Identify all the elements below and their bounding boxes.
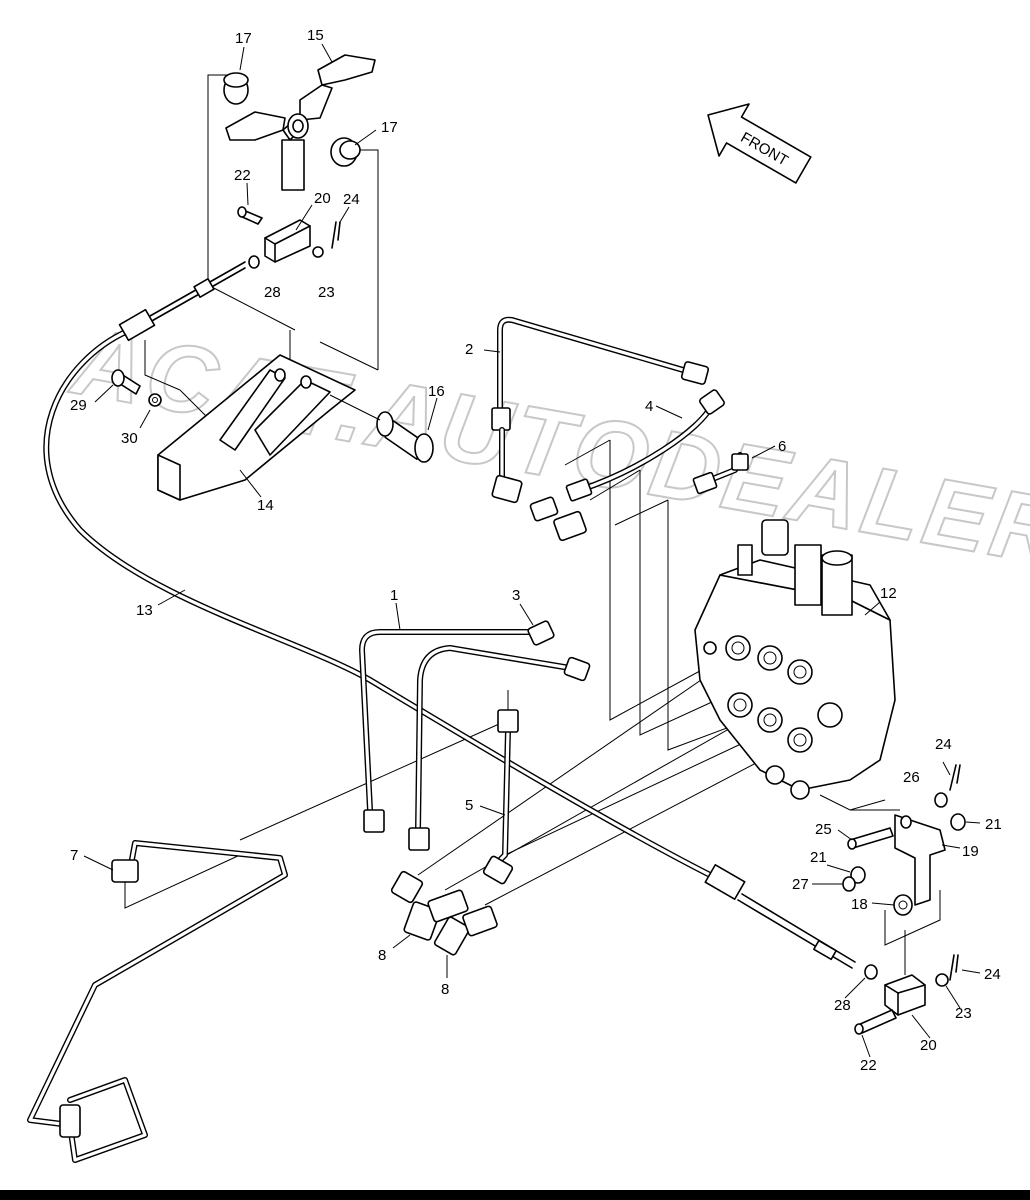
callout-20: 20 <box>314 190 331 207</box>
callout-24: 24 <box>343 191 360 208</box>
washer-23a <box>312 246 324 258</box>
callout-28: 28 <box>834 997 851 1014</box>
washer-23b <box>935 973 949 987</box>
callout-8: 8 <box>441 981 449 998</box>
bracket-14 <box>111 354 356 501</box>
callout-labels: 17 15 17 22 20 24 28 23 2 16 29 30 14 4 … <box>70 27 1002 1074</box>
callout-26: 26 <box>903 769 920 786</box>
clevis-bottom <box>854 954 959 1035</box>
callout-6: 6 <box>778 438 786 455</box>
callout-8: 8 <box>378 947 386 964</box>
callout-5: 5 <box>465 797 473 814</box>
valve-ports <box>703 635 843 800</box>
callout-24: 24 <box>935 736 952 753</box>
clevis-top <box>237 206 341 269</box>
callout-19: 19 <box>962 843 979 860</box>
callout-29: 29 <box>70 397 87 414</box>
pedal-assembly <box>223 54 376 191</box>
callout-30: 30 <box>121 430 138 447</box>
cotter-pin-24a <box>331 221 341 249</box>
bracket-19 <box>842 764 966 916</box>
callout-4: 4 <box>645 398 653 415</box>
callout-21: 21 <box>985 816 1002 833</box>
pin-16 <box>329 394 434 463</box>
callout-3: 3 <box>512 587 520 604</box>
reference-lines <box>124 74 941 975</box>
callout-17: 17 <box>235 30 252 47</box>
callout-23: 23 <box>955 1005 972 1022</box>
cotter-pin-24b <box>949 764 961 791</box>
callout-15: 15 <box>307 27 324 44</box>
nut-21b <box>850 866 866 884</box>
cable-13 <box>43 261 856 969</box>
callout-14: 14 <box>257 497 274 514</box>
callout-24: 24 <box>984 966 1001 983</box>
washer-26 <box>934 792 948 808</box>
callout-1: 1 <box>390 587 398 604</box>
nut-28b <box>864 964 878 980</box>
washer-18 <box>893 894 913 916</box>
callout-13: 13 <box>136 602 153 619</box>
callout-12: 12 <box>880 585 897 602</box>
callout-25: 25 <box>815 821 832 838</box>
tubes-lower <box>27 620 591 1163</box>
callout-7: 7 <box>70 847 78 864</box>
callout-28: 28 <box>264 284 281 301</box>
callout-22: 22 <box>234 167 251 184</box>
callout-27: 27 <box>792 876 809 893</box>
control-valve-12 <box>694 519 896 800</box>
cotter-pin-24c <box>949 954 959 981</box>
callout-22: 22 <box>860 1057 877 1074</box>
callout-23: 23 <box>318 284 335 301</box>
callout-16: 16 <box>428 383 445 400</box>
nut-21a <box>950 813 966 831</box>
nut-28a <box>248 255 260 269</box>
callout-18: 18 <box>851 896 868 913</box>
bottom-border <box>0 1190 1030 1200</box>
tubes-upper <box>491 316 749 542</box>
front-arrow: FRONT <box>707 103 812 184</box>
callout-21: 21 <box>810 849 827 866</box>
washer-30 <box>148 393 162 407</box>
callout-2: 2 <box>465 341 473 358</box>
callout-20: 20 <box>920 1037 937 1054</box>
callout-leaders <box>83 43 981 1058</box>
callout-17: 17 <box>381 119 398 136</box>
washer-27 <box>842 876 856 892</box>
fittings-8 <box>390 870 498 956</box>
